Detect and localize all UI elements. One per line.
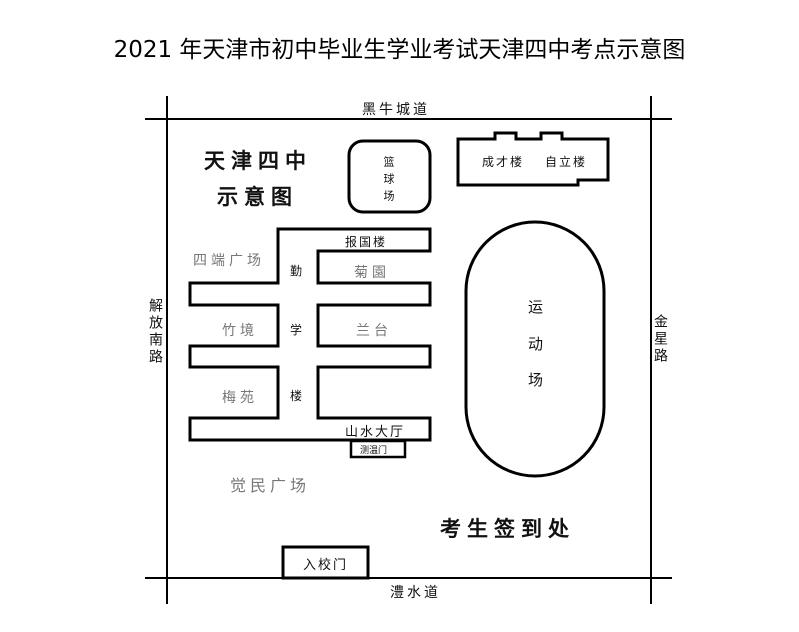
juemin-square-label: 觉民广场 [230,476,311,495]
qinxue-building-label-1: 勤 [290,264,305,278]
qinxue-building-label-2: 学 [290,323,305,337]
map-title: 2021 年天津市初中毕业生学业考试天津四中考点示意图 [113,37,686,63]
meiyuan-label: 梅苑 [222,390,258,406]
checkin-point-label: 考生签到处 [440,516,575,541]
zhujing-label: 竹境 [222,323,258,339]
juyuan-label: 菊園 [354,265,390,281]
baoguo-building-label: 报国楼 [345,235,388,249]
road-east-label: 金星路 [652,314,668,365]
sports-field-label-3: 场 [528,371,544,389]
sports-field-label-1: 运 [528,298,544,316]
road-north-label: 黑牛城道 [362,102,430,118]
shanshui-hall-label: 山水大厅 [345,425,406,440]
road-west-label: 解放南路 [147,298,163,366]
temperature-gate-outline [349,439,407,459]
temperature-gate-label: 测温门 [360,446,388,456]
road-south-label: 澧水道 [390,585,441,601]
lantai-label: 兰台 [356,323,392,339]
sports-field-label-2: 动 [528,335,544,353]
siduan-square-label: 四端广场 [193,253,265,269]
map-heading-line1: 天津四中 [204,148,312,173]
chengcai-zili-building-outline [456,131,610,187]
teaching-building-outline [188,227,432,442]
basketball-court-outline [347,139,432,214]
entrance-gate-label: 入校门 [303,558,349,573]
entrance-gate-outline [281,545,370,580]
basketball-court-label: 篮球场 [382,156,395,207]
chengcai-building-label: 成才楼 [482,155,525,169]
map-heading-line2: 示意图 [217,184,298,209]
sports-field-outline [464,220,606,478]
zili-building-label: 自立楼 [545,155,588,169]
qinxue-building-label-3: 楼 [290,389,305,403]
